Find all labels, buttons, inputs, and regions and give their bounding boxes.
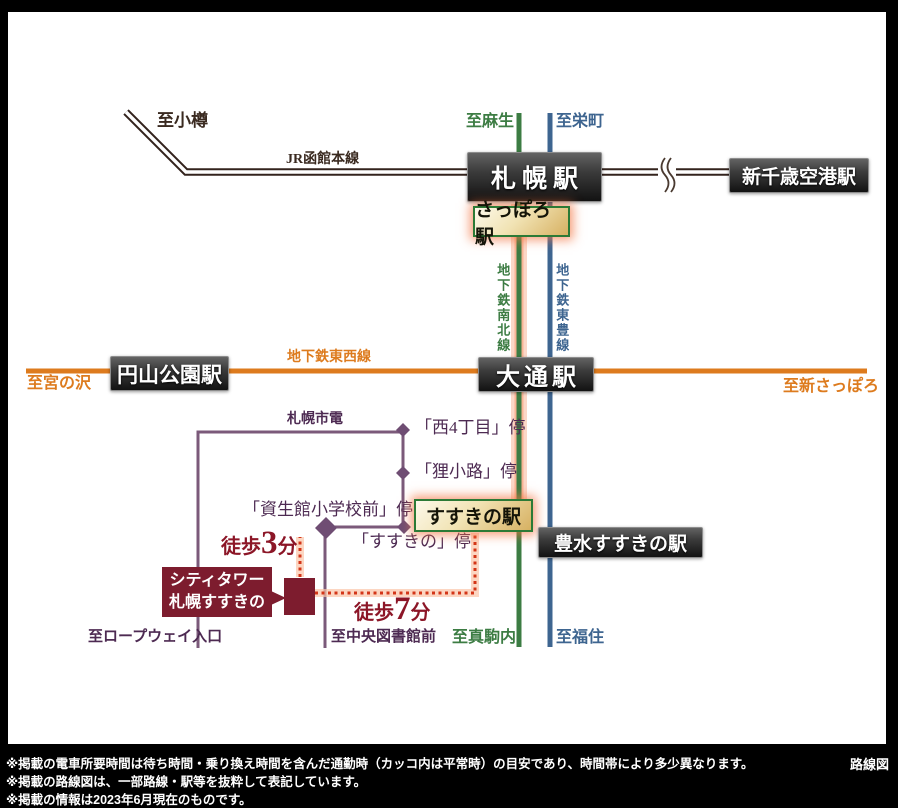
shiden-line-label: 札幌市電 — [287, 412, 343, 427]
stop-shiseikan-label: 「資生館小学校前」停 — [243, 500, 413, 519]
to-shinsapporo-label: 至新さっぽろ — [783, 378, 880, 395]
walk-7min-prefix: 徒歩 — [354, 602, 394, 624]
namboku-line-label: 地下鉄南北線 — [495, 263, 511, 353]
hosui-susukino-station-box: 豊水すすきの駅 — [538, 527, 703, 558]
stop-nishi4-label: 「西4丁目」停 — [415, 418, 526, 437]
walk-3min-label: 徒歩3分 — [221, 527, 298, 560]
footer-notes: ※掲載の電車所要時間は待ち時間・乗り換え時間を含んだ通勤時（カッコ内は平常時）の… — [6, 755, 754, 808]
to-ropeway-label: 至ロープウェイ入口 — [88, 629, 223, 645]
sapporo-subway-station-box: さっぽろ駅 — [473, 200, 570, 248]
property-marker — [284, 578, 315, 615]
property-name-line1: シティタワー — [169, 572, 265, 590]
footer-note-2: ※掲載の路線図は、一部路線・駅等を抜粋して表記しています。 — [6, 775, 367, 789]
walk-3min-suffix: 分 — [277, 536, 298, 558]
to-asabu-label: 至麻生 — [466, 113, 515, 130]
to-sakaemachi-label: 至栄町 — [556, 113, 605, 130]
maruyama-koen-station-box: 円山公園駅 — [110, 356, 229, 391]
to-fukuzumi-label: 至福住 — [556, 629, 605, 646]
property-name-line2: 札幌すすきの — [168, 594, 265, 611]
footer-note-1: ※掲載の電車所要時間は待ち時間・乗り換え時間を含んだ通勤時（カッコ内は平常時）の… — [6, 757, 754, 771]
walk-7min-value: 7 — [394, 591, 411, 627]
stop-tanukikoji-label: 「狸小路」停 — [415, 462, 517, 481]
sapporo-jr-station-box: 札幌駅 — [467, 152, 602, 202]
property-pointer — [271, 591, 286, 605]
walk-3min-value: 3 — [261, 525, 278, 561]
jr-hakodate-line-label: JR函館本線 — [286, 152, 360, 167]
to-otaru-label: 至小樽 — [157, 111, 208, 130]
walk-7min-suffix: 分 — [410, 602, 431, 624]
walk-7min-label: 徒歩7分 — [354, 593, 431, 626]
to-miyanosawa-label: 至宮の沢 — [27, 375, 92, 392]
susukino-station-box: すすきの駅 — [414, 499, 533, 532]
toho-line-label: 地下鉄東豊線 — [554, 263, 570, 353]
odori-station-box: 大通駅 — [478, 357, 594, 392]
walk-3min-prefix: 徒歩 — [221, 536, 261, 558]
to-chuo-library-label: 至中央図書館前 — [331, 629, 437, 645]
new-chitose-airport-station-box: 新千歳空港駅 — [729, 158, 869, 193]
to-makomanai-label: 至真駒内 — [452, 629, 517, 646]
tozai-line-label: 地下鉄東西線 — [287, 350, 371, 365]
footer-note-3: ※掲載の情報は2023年6月現在のものです。 — [6, 793, 252, 807]
map-type-label: 路線図 — [849, 757, 889, 772]
property-name-box: シティタワー 札幌すすきの — [162, 567, 272, 617]
stop-susukino-label: 「すすきの」停 — [352, 532, 471, 551]
